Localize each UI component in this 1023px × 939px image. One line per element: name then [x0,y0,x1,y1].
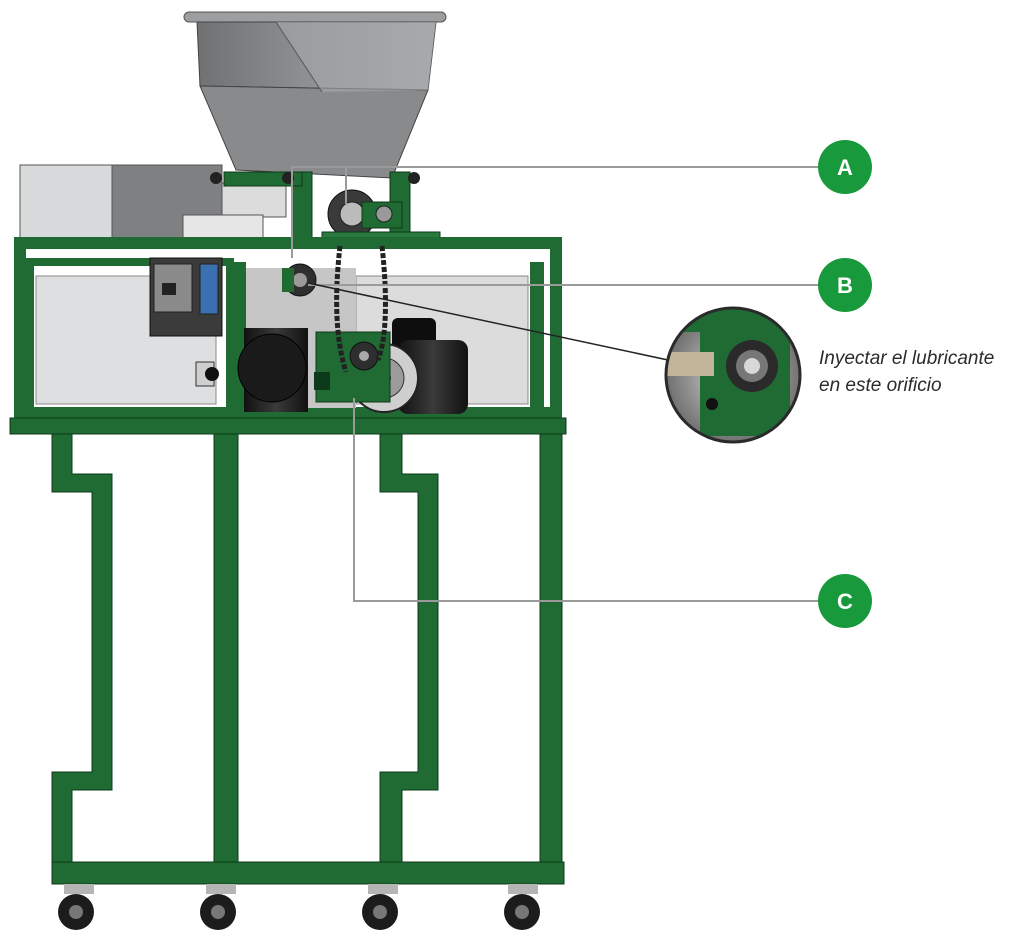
leader-c [353,398,818,602]
leader-lines [291,166,818,602]
caster-4 [504,884,540,930]
drive-chain [334,245,388,373]
zoom-detail [664,306,802,444]
zoom-pointer-line [307,282,669,361]
callout-b-badge [818,258,872,312]
caster-2 [200,884,236,930]
caster-1 [58,884,94,930]
callout-b-label: B [837,273,853,298]
caster-3 [362,884,398,930]
callout-a-label: A [837,155,853,180]
bearing-b [282,263,317,297]
callout-b: B [818,258,872,312]
lubrication-note: Inyectar el lubricante en este orificio [819,345,1023,399]
callout-c-label: C [837,589,853,614]
callout-c-badge [818,574,872,628]
leg-frame [51,433,565,885]
lubrication-note-line2: en este orificio [819,375,942,396]
callout-a-badge [818,140,872,194]
top-sprocket-assembly [210,171,441,243]
hopper [183,11,447,179]
lubrication-note-line1: Inyectar el lubricante [819,348,995,369]
gearbox [314,331,391,403]
callout-c: C [818,574,872,628]
leader-a [291,166,818,258]
motor-left [237,328,308,412]
table-top [9,417,567,435]
callout-a: A [818,140,872,194]
electrical-box [149,257,223,387]
